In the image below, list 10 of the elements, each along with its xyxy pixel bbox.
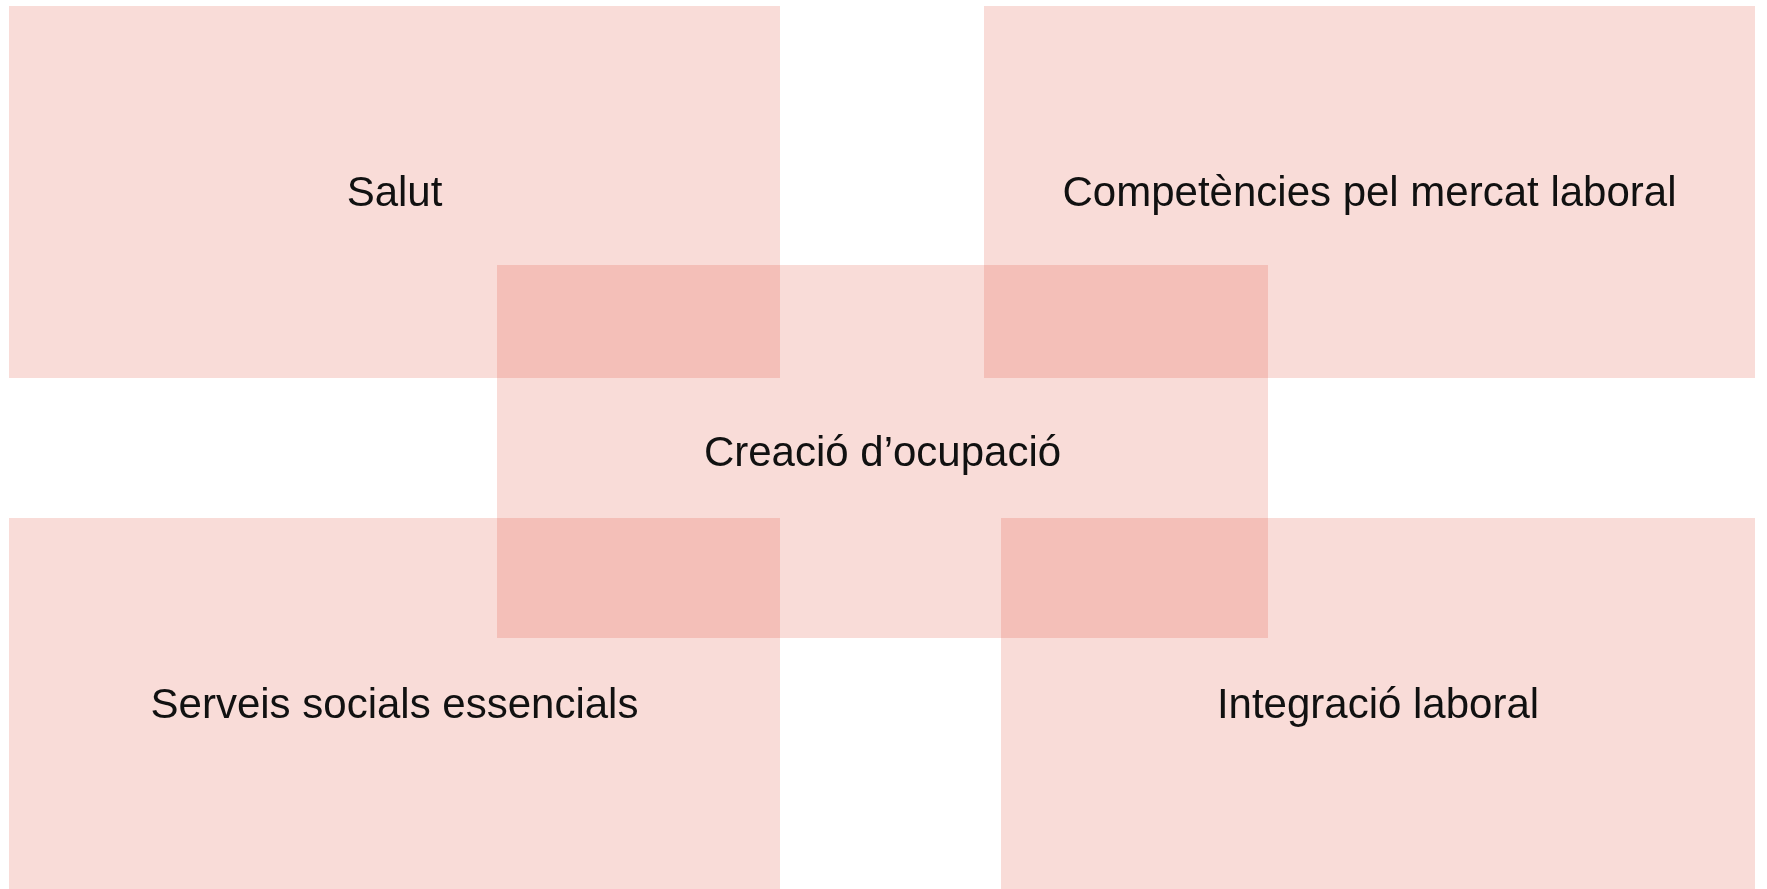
category-label: Competències pel mercat laboral: [1062, 168, 1677, 216]
category-label: Creació d’ocupació: [703, 427, 1062, 476]
category-box: [984, 6, 1755, 378]
category-box: [9, 6, 780, 378]
category-box: [497, 265, 1268, 638]
category-label: Integració laboral: [1216, 679, 1540, 728]
category-box: [9, 518, 780, 889]
category-box: [1001, 518, 1755, 889]
category-label: Serveis socials essencials: [150, 679, 639, 728]
category-label: Salut: [346, 168, 443, 216]
